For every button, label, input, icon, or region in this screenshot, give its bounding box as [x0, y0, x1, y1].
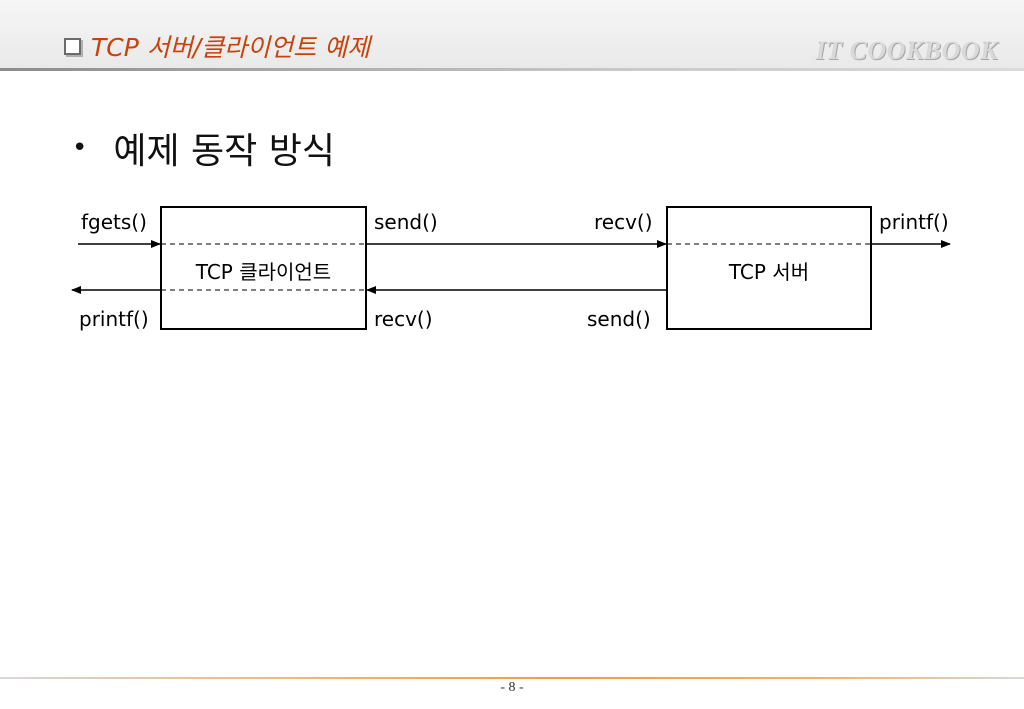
diagram-lines	[71, 206, 951, 330]
header-divider	[0, 68, 1024, 71]
fgets-label: fgets()	[81, 210, 147, 234]
page-number: - 8 -	[500, 680, 524, 695]
server-printf-label: printf()	[879, 210, 949, 234]
server-box-label: TCP 서버	[728, 260, 810, 284]
client-box-label: TCP 클라이언트	[195, 260, 332, 284]
server-send-label: send()	[587, 307, 651, 331]
slide-heading: • 예제 동작 방식	[72, 122, 335, 174]
checkbox-bullet-icon	[64, 37, 81, 55]
tcp-flow-diagram: TCP 클라이언트 TCP 서버 fgets() send() recv() p…	[0, 190, 1024, 350]
section-title-text: TCP 서버/클라이언트 예제	[91, 33, 371, 62]
header-bar	[0, 0, 1024, 68]
heading-text: 예제 동작 방식	[113, 131, 335, 172]
client-printf-label: printf()	[79, 307, 149, 331]
bullet-icon: •	[72, 133, 88, 163]
brand-logo: IT COOKBOOK	[815, 36, 998, 65]
client-box	[160, 206, 367, 330]
section-title: TCP 서버/클라이언트 예제	[64, 28, 370, 64]
footer-divider	[0, 677, 1024, 679]
client-recv-label: recv()	[374, 307, 433, 331]
server-recv-label: recv()	[594, 210, 653, 234]
server-box	[666, 206, 872, 330]
client-send-label: send()	[374, 210, 438, 234]
